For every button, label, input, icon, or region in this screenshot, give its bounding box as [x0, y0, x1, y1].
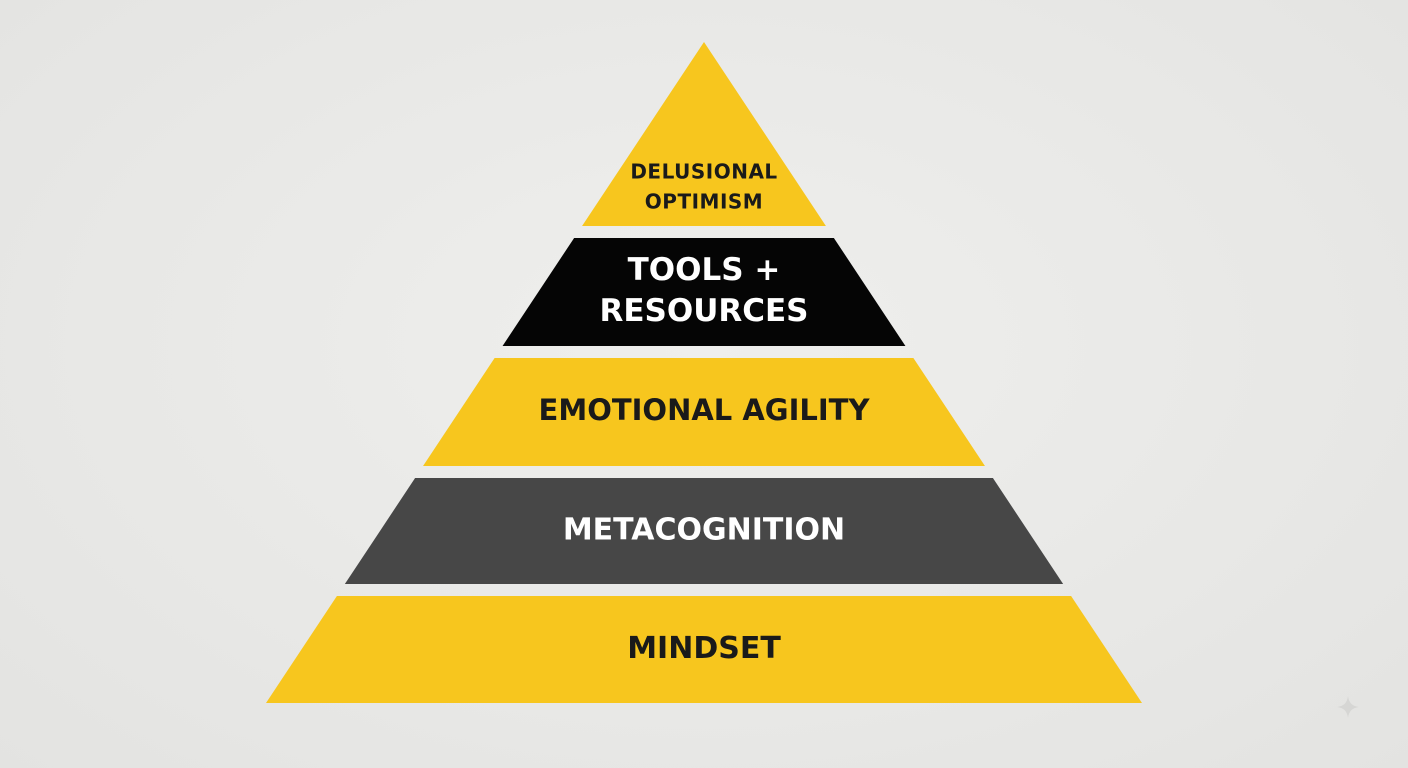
tier-label-delusional-optimism-line-2: OPTIMISM — [645, 190, 763, 214]
tier-delusional-optimism: DELUSIONAL OPTIMISM — [582, 42, 826, 226]
tier-shape-tools-resources — [502, 238, 906, 346]
tier-label-metacognition: METACOGNITION — [563, 513, 845, 548]
tier-shape-delusional-optimism — [582, 42, 826, 226]
tier-label-delusional-optimism-line-1: DELUSIONAL — [630, 160, 777, 184]
tier-label-emotional-agility: EMOTIONAL AGILITY — [539, 393, 871, 427]
tier-label-mindset: MINDSET — [627, 631, 781, 666]
tier-metacognition: METACOGNITION — [344, 478, 1064, 584]
tier-mindset: MINDSET — [266, 596, 1142, 703]
tier-shape-emotional-agility — [423, 358, 985, 466]
tier-shape-mindset — [266, 596, 1142, 703]
tier-tools-resources: TOOLS + RESOURCES — [502, 238, 906, 346]
tier-emotional-agility: EMOTIONAL AGILITY — [423, 358, 985, 466]
tier-label-tools-resources-line-2: RESOURCES — [599, 293, 808, 329]
sparkle-icon — [1337, 696, 1359, 718]
tier-label-tools-resources-line-1: TOOLS + — [628, 252, 781, 288]
tier-shape-metacognition — [344, 478, 1064, 584]
